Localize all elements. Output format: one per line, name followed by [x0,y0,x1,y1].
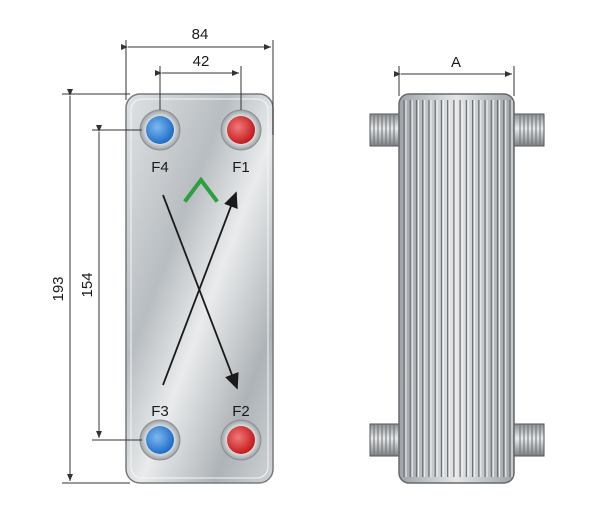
dim-label-overall-width: 84 [192,26,209,43]
chevron-up-icon [183,176,219,203]
nozzle-top-left [369,113,401,147]
dim-label-port-spacing-v: 154 [79,272,96,297]
nozzle-bottom-left [369,423,401,457]
plate-stack-lines [403,100,513,477]
plate-inner-edge [130,98,269,479]
port-top-left-fill [146,116,174,144]
nozzle-top-right [513,113,545,147]
port-top-right [220,109,262,151]
port-top-right-fill [227,116,255,144]
nozzle-bottom-right [513,423,545,457]
dim-label-stack-thickness: A [451,54,461,71]
port-label-f1: F1 [232,159,250,176]
port-label-f3: F3 [151,403,169,420]
port-bottom-left-fill [146,426,174,454]
port-bottom-left [139,419,181,461]
port-bottom-right [220,419,262,461]
dim-label-port-spacing-h: 42 [193,53,210,70]
flow-arrow-down [162,194,239,390]
port-top-left [139,109,181,151]
port-bottom-right-fill [227,426,255,454]
port-label-f4: F4 [151,159,169,176]
port-label-f2: F2 [232,403,250,420]
dimensions [62,40,515,484]
front-view: F4 F1 F3 F2 [125,93,274,484]
dim-label-overall-height: 193 [50,276,67,301]
side-view [369,93,545,484]
flow-arrow-up [162,191,238,386]
